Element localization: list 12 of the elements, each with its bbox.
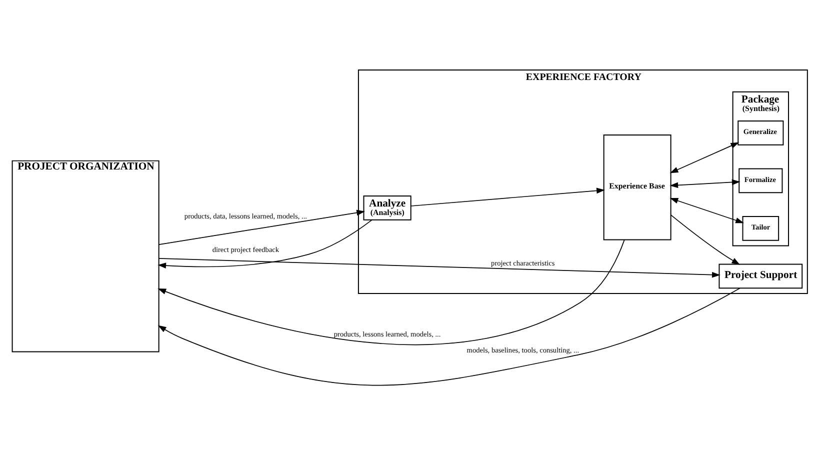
arrow <box>669 142 739 174</box>
arrow <box>157 288 740 386</box>
node-box: Project Support <box>718 264 802 289</box>
arrow <box>410 188 604 206</box>
arrow <box>157 240 624 345</box>
arrow <box>157 220 372 268</box>
arrow <box>669 198 744 224</box>
node-box: PROJECT ORGANIZATION <box>11 160 159 352</box>
arrow <box>158 210 365 246</box>
arrow <box>158 258 720 278</box>
arrow <box>669 179 740 188</box>
arrow <box>670 214 740 265</box>
